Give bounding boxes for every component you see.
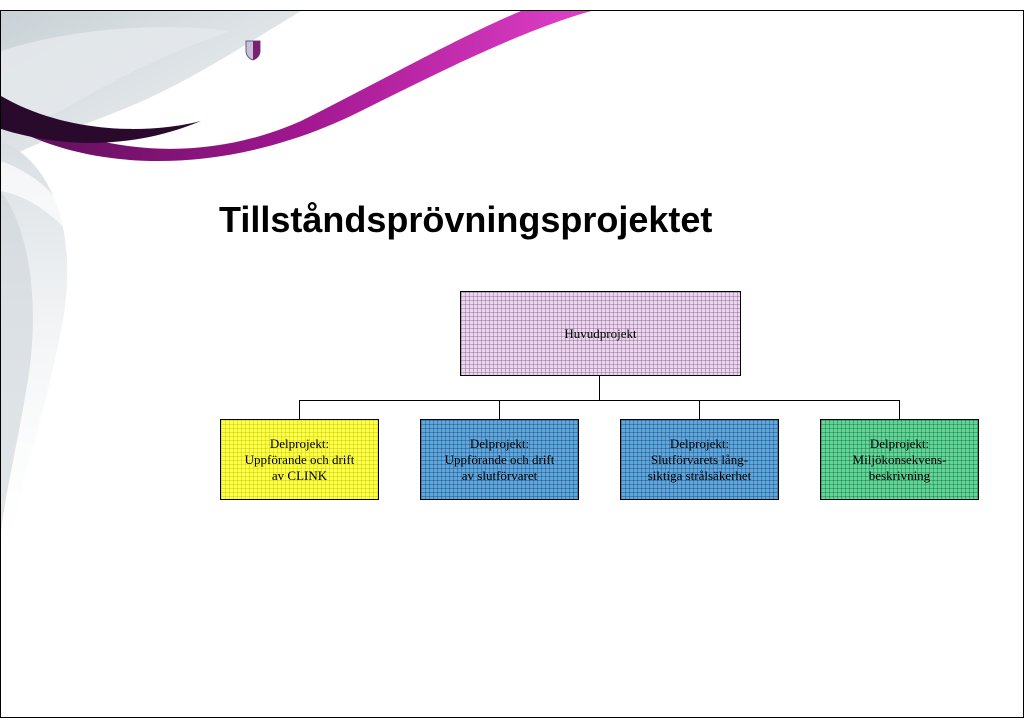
child-4-line-1: Delprojekt: xyxy=(869,435,930,451)
child-2-line-3: av slutförvaret xyxy=(461,467,538,483)
connector-child-3 xyxy=(699,400,700,419)
connector-horizontal xyxy=(299,400,900,401)
root-box-huvudprojekt: Huvudprojekt xyxy=(460,291,741,376)
child-box-miljokonsekvens: Delprojekt: Miljökonsekvens- beskrivning xyxy=(820,419,979,500)
child-1-line-1: Delprojekt: xyxy=(269,435,330,451)
root-label: Huvudprojekt xyxy=(564,325,637,341)
child-box-stralsakerhet: Delprojekt: Slutförvarets lång- siktiga … xyxy=(620,419,779,500)
child-4-line-2: Miljökonsekvens- xyxy=(852,451,947,467)
child-1-line-3: av CLINK xyxy=(271,467,328,483)
slide-title: Tillståndsprövningsprojektet xyxy=(219,199,713,240)
decorative-swoosh xyxy=(1,11,591,591)
connector-root-down xyxy=(599,376,600,400)
child-3-line-2: Slutförvarets lång- xyxy=(650,451,749,467)
slide-frame: Tillståndsprövningsprojektet Huvudprojek… xyxy=(0,10,1024,718)
child-2-line-2: Uppförande och drift xyxy=(444,451,555,467)
shield-logo-icon xyxy=(245,40,261,61)
connector-child-4 xyxy=(899,400,900,419)
child-3-line-1: Delprojekt: xyxy=(669,435,730,451)
child-3-line-3: siktiga strålsäkerhet xyxy=(647,467,752,483)
child-2-line-1: Delprojekt: xyxy=(469,435,530,451)
child-box-clink: Delprojekt: Uppförande och drift av CLIN… xyxy=(220,419,379,500)
child-1-line-2: Uppförande och drift xyxy=(244,451,355,467)
child-box-slutforvaret: Delprojekt: Uppförande och drift av slut… xyxy=(420,419,579,500)
connector-child-2 xyxy=(499,400,500,419)
connector-child-1 xyxy=(299,400,300,419)
child-4-line-3: beskrivning xyxy=(868,467,931,483)
